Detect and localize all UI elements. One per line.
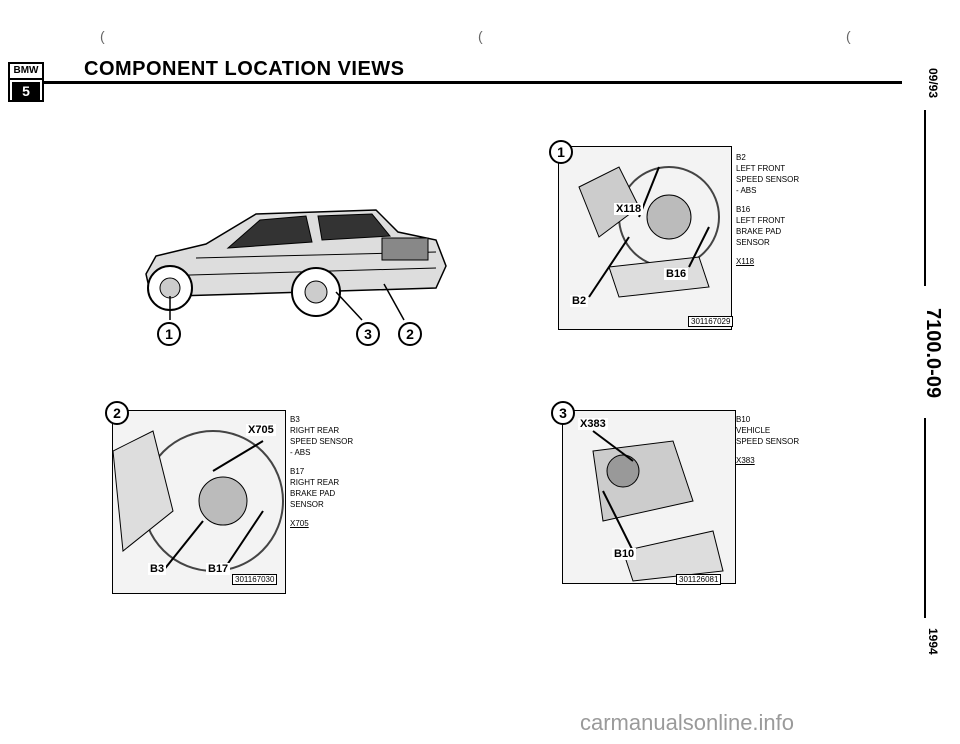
label-b17: B17 [206, 563, 231, 575]
callout-2: 2 [398, 322, 422, 346]
caption-line: B2 [736, 153, 746, 162]
label-x118: X118 [614, 203, 644, 215]
figure-1-caption: B2 LEFT FRONT SPEED SENSOR - ABS B16 LEF… [736, 152, 799, 267]
car-side-view [136, 196, 456, 336]
figure-2-caption: B3 RIGHT REAR SPEED SENSOR - ABS B17 RIG… [290, 414, 353, 529]
label-x705: X705 [246, 424, 276, 436]
figure-2-number: 2 [105, 401, 129, 425]
watermark-text: carmanualsonline.info [580, 710, 795, 735]
caption-line: B16 [736, 205, 751, 214]
part-number: 301126081 [676, 574, 722, 585]
bmw-5-series-logo: BMW 5 [8, 62, 44, 102]
caption-line: SPEED SENSOR [736, 175, 800, 184]
scan-mark: ( [100, 28, 105, 44]
caption-line: LEFT FRONT [736, 216, 786, 225]
caption-line: - ABS [290, 448, 311, 457]
callout-1: 1 [157, 322, 181, 346]
figure-1-number: 1 [549, 140, 573, 164]
scan-mark: ( [478, 28, 483, 44]
caption-line: SENSOR [290, 500, 324, 509]
margin-date: 09/93 [926, 68, 940, 99]
page-title: COMPONENT LOCATION VIEWS [84, 58, 405, 80]
margin-rule [924, 110, 926, 286]
caption-line: B17 [290, 467, 305, 476]
caption-line: SPEED SENSOR [290, 437, 354, 446]
scan-mark: ( [846, 28, 851, 44]
caption-line: RIGHT REAR [290, 478, 340, 487]
label-b10: B10 [612, 548, 637, 560]
label-b3: B3 [148, 563, 167, 575]
logo-brand-text: BMW [10, 64, 42, 80]
label-x383: X383 [578, 418, 608, 430]
caption-line: B10 [736, 415, 751, 424]
label-b16: B16 [664, 268, 689, 280]
figure-1-photo [558, 146, 732, 330]
callout-3: 3 [356, 322, 380, 346]
label-b2: B2 [570, 295, 589, 307]
caption-connector: X705 [290, 519, 309, 528]
figure-3-number: 3 [551, 401, 575, 425]
part-number: 301167029 [688, 316, 734, 327]
margin-doc-number: 7100.0-09 [922, 308, 944, 399]
part-number: 301167030 [232, 574, 278, 585]
figure-3-photo [562, 410, 736, 584]
caption-line: SENSOR [736, 238, 770, 247]
caption-line: BRAKE PAD [290, 489, 336, 498]
caption-line: LEFT FRONT [736, 164, 786, 173]
caption-connector: X118 [736, 257, 755, 266]
caption-line: RIGHT REAR [290, 426, 340, 435]
rear-brake-illustration [113, 430, 284, 572]
header-rule [44, 81, 902, 84]
margin-year: 1994 [926, 628, 940, 655]
transmission-illustration [592, 430, 724, 582]
caption-line: SPEED SENSOR [736, 437, 800, 446]
figure-3-caption: B10 VEHICLE SPEED SENSOR X383 [736, 414, 799, 466]
margin-rule [924, 418, 926, 618]
caption-line: BRAKE PAD [736, 227, 782, 236]
car-illustration [145, 209, 447, 321]
caption-connector: X383 [736, 456, 755, 465]
caption-line: B3 [290, 415, 300, 424]
caption-line: - ABS [736, 186, 757, 195]
figure-2-photo [112, 410, 286, 594]
logo-series-text: 5 [12, 82, 40, 100]
caption-line: VEHICLE [736, 426, 771, 435]
brake-assembly-illustration [578, 166, 720, 298]
